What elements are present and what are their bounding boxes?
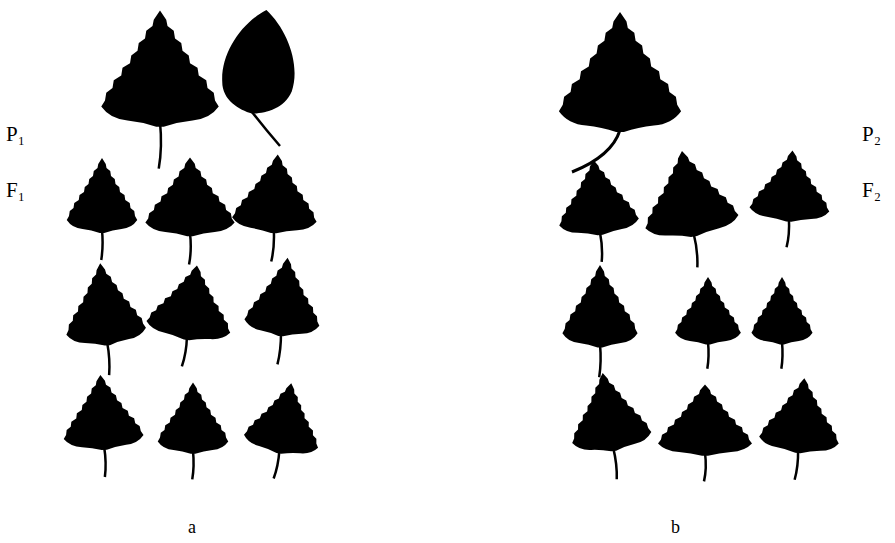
f2-leaf xyxy=(554,157,642,266)
hybrid-leaf xyxy=(67,158,138,260)
f2-leaf xyxy=(751,277,812,369)
parent-leaf xyxy=(101,11,219,169)
hybrid-leaf xyxy=(237,377,328,485)
generation-label: F₂ xyxy=(862,180,881,201)
f2-leaf xyxy=(658,385,752,482)
panel-letter: a xyxy=(188,518,196,536)
f2-leaf xyxy=(563,367,657,484)
hybrid-leaf xyxy=(230,152,320,263)
hybrid-leaf xyxy=(145,158,234,265)
parent-leaf xyxy=(217,5,303,119)
hybrid-leaf xyxy=(60,260,149,379)
f2-leaf xyxy=(748,148,833,249)
leaf-stalk xyxy=(252,112,280,146)
panel-letter: b xyxy=(671,518,680,536)
leaf-stalk xyxy=(159,122,161,168)
f2-leaf xyxy=(675,277,741,369)
leaf-blade xyxy=(101,11,219,127)
hybrid-leaf xyxy=(141,260,239,373)
parent-leaf xyxy=(559,12,681,132)
leaf-blade xyxy=(217,5,303,119)
f2-leaf xyxy=(756,375,844,484)
generation-label: P₂ xyxy=(862,124,881,145)
f2-leaf xyxy=(562,265,637,377)
generation-label: P₁ xyxy=(6,124,25,145)
f2-leaf xyxy=(635,145,744,274)
hybrid-leaf xyxy=(60,373,145,479)
hybrid-leaf xyxy=(158,383,229,480)
generation-label: F₁ xyxy=(6,180,25,201)
hybrid-leaf xyxy=(241,254,325,367)
